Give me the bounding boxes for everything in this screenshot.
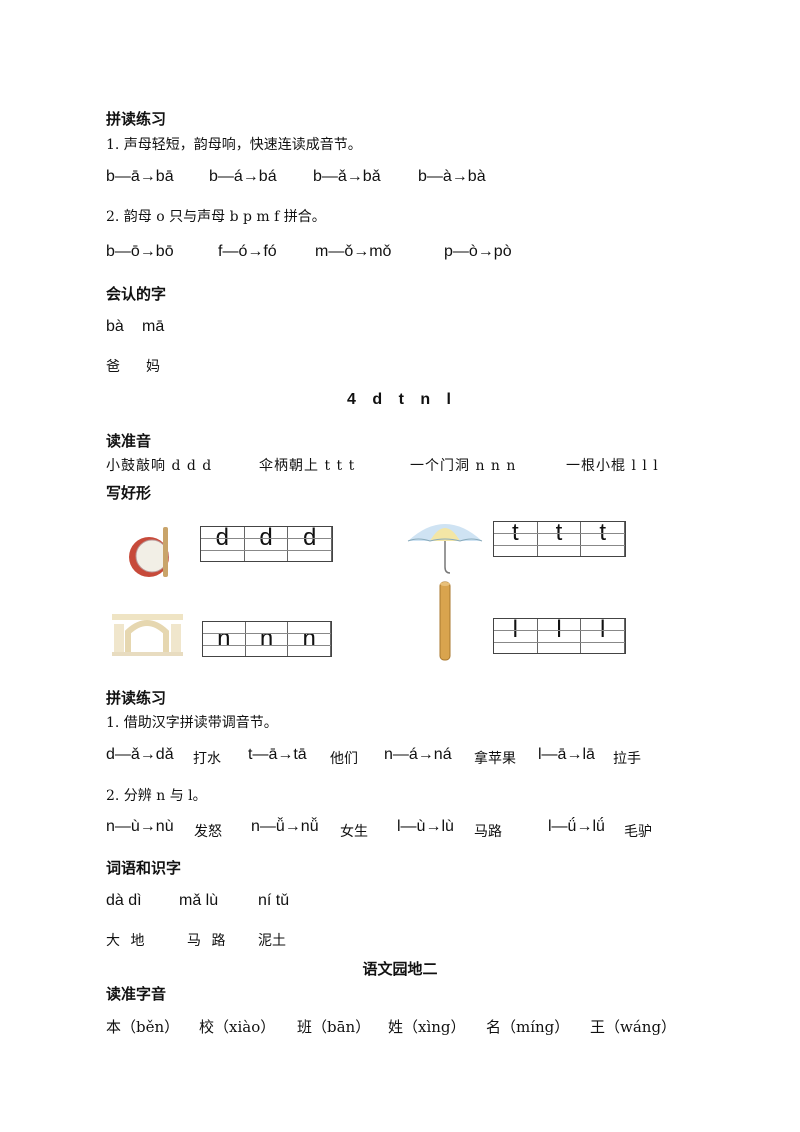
instruction-2: 2. 韵母 o 只与声母 b p m f 拼合。 — [106, 209, 326, 225]
hanzi-word: 女生 — [340, 824, 368, 840]
pinyin-item: n—á→ná — [384, 746, 452, 763]
char-pinyin-item: 本（běn） — [106, 1018, 180, 1036]
char-pinyin-item: 校（xiào） — [199, 1018, 276, 1036]
hanzi-word: 马路 — [474, 824, 502, 840]
drum-image — [129, 527, 169, 577]
section-heading-pinyin-practice-2: 拼读练习 — [106, 690, 167, 707]
section-heading-known-chars: 会认的字 — [106, 286, 167, 303]
writing-grid-n: n n n — [202, 621, 332, 657]
pinyin-word: dà dì — [106, 892, 142, 909]
pinyin-word: ní tǔ — [258, 892, 290, 909]
pinyin-item: f—ó→fó — [218, 243, 277, 260]
grid-letter: n — [203, 622, 246, 656]
umbrella-image — [407, 524, 483, 574]
grid-letter: l — [538, 618, 582, 653]
hanzi-word: 拉手 — [613, 751, 641, 767]
pinyin-word: bà — [106, 318, 124, 335]
grid-letter: l — [494, 618, 538, 653]
pinyin-item: b—ǎ→bǎ — [313, 168, 381, 185]
hanzi-word: 泥土 — [258, 933, 286, 949]
instruction-2: 2. 分辨 n 与 l。 — [106, 788, 207, 804]
read-item: 小鼓敲响 d d d — [106, 458, 213, 474]
grid-letter: d — [288, 526, 332, 561]
section-heading-write-shapes: 写好形 — [106, 485, 152, 502]
pinyin-item: b—ō→bō — [106, 243, 174, 260]
hanzi-word: 毛驴 — [624, 824, 652, 840]
pinyin-item: d—ǎ→dǎ — [106, 746, 174, 763]
pinyin-word: mǎ lù — [179, 892, 219, 909]
lesson-title: 4 d t n l — [347, 391, 453, 408]
writing-grid-d: d d d — [200, 526, 333, 562]
char-pinyin-item: 班（bān） — [297, 1018, 371, 1036]
stick-image — [439, 581, 451, 661]
pinyin-item: b—ā→bā — [106, 168, 174, 185]
hanzi-word: 拿苹果 — [474, 751, 516, 767]
pinyin-item: n—ǚ→nǚ — [251, 818, 319, 835]
char-pinyin-item: 姓（xìng） — [388, 1018, 466, 1036]
char-pinyin-item: 名（míng） — [486, 1018, 570, 1036]
hanzi-word: 发怒 — [194, 824, 222, 840]
unit-title: 语文园地二 — [362, 961, 438, 978]
writing-grid-t: t t t — [493, 521, 626, 557]
gate-image — [112, 614, 183, 656]
pinyin-item: l—ù→lù — [397, 818, 454, 835]
pinyin-item: l—ā→lā — [538, 746, 595, 763]
read-item: 一根小棍 l l l — [566, 458, 659, 474]
pinyin-item: n—ù→nù — [106, 818, 174, 835]
pinyin-item: m—ǒ→mǒ — [315, 243, 392, 260]
section-heading-pinyin-practice: 拼读练习 — [106, 111, 167, 128]
read-item: 伞柄朝上 t t t — [259, 458, 356, 474]
section-heading-read-sounds: 读准音 — [106, 433, 152, 450]
hanzi-word: 马 路 — [187, 933, 226, 949]
grid-letter: t — [581, 521, 625, 556]
grid-letter: n — [246, 622, 289, 656]
grid-letter: t — [494, 521, 538, 556]
pinyin-item: b—á→bá — [209, 168, 277, 185]
hanzi-word: 他们 — [330, 751, 358, 767]
grid-letter: d — [201, 526, 245, 561]
writing-grid-l: l l l — [493, 618, 626, 654]
hanzi-char: 妈 — [146, 359, 160, 375]
instruction-1: 1. 声母轻短，韵母响，快速连读成音节。 — [106, 137, 362, 153]
pinyin-item: p—ò→pò — [444, 243, 512, 260]
grid-letter: l — [581, 618, 625, 653]
pinyin-item: b—à→bà — [418, 168, 486, 185]
pinyin-item: t—ā→tā — [248, 746, 307, 763]
grid-letter: d — [245, 526, 289, 561]
grid-letter: n — [288, 622, 331, 656]
char-pinyin-item: 王（wáng） — [590, 1018, 677, 1036]
read-item: 一个门洞 n n n — [410, 458, 517, 474]
hanzi-char: 爸 — [106, 359, 120, 375]
section-heading-read-chars: 读准字音 — [106, 986, 167, 1003]
hanzi-word: 大 地 — [106, 933, 145, 949]
pinyin-item: l—ǘ→lǘ — [548, 818, 605, 835]
pinyin-word: mā — [142, 318, 165, 335]
instruction-1: 1. 借助汉字拼读带调音节。 — [106, 715, 278, 731]
section-heading-words: 词语和识字 — [106, 860, 182, 877]
grid-letter: t — [538, 521, 582, 556]
hanzi-word: 打水 — [193, 751, 221, 767]
